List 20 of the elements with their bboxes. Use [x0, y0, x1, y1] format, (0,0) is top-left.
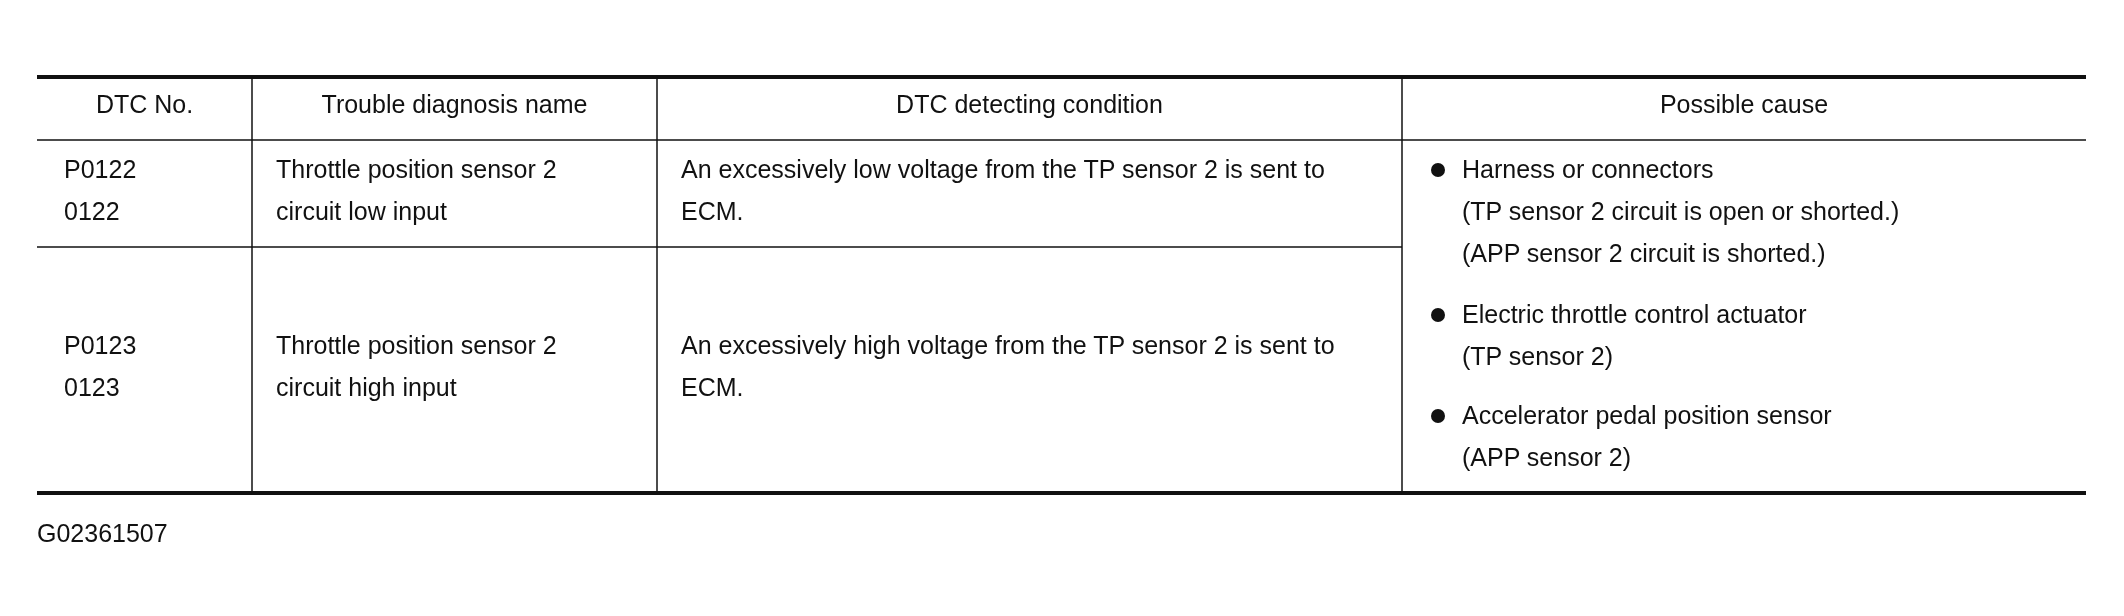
condition-text: An excessively low voltage from the TP sensor 2 is sent to ECM. — [681, 154, 1326, 227]
column-header: Possible cause — [1659, 89, 1829, 120]
dtc-code: P0123 — [64, 330, 138, 361]
cause-text: Electric throttle control actuator — [1462, 299, 1808, 330]
diagnosis-name: Throttle position sensor 2 circuit low input — [276, 154, 558, 227]
condition-text: An excessively high voltage from the TP sensor 2 is sent to ECM. — [681, 330, 1336, 403]
cause-text: Harness or connectors — [1462, 154, 1715, 185]
cause-note: (TP sensor 2 circuit is open or shorted.) — [1462, 196, 1901, 227]
cause-note: (TP sensor 2) — [1462, 341, 1614, 372]
cause-note: (APP sensor 2) — [1462, 442, 1633, 473]
column-header: Trouble diagnosis name — [321, 89, 588, 120]
figure-code: G02361507 — [37, 518, 169, 549]
dtc-code: P0122 — [64, 154, 138, 185]
cause-note: (APP sensor 2 circuit is shorted.) — [1462, 238, 1827, 269]
column-header: DTC No. — [95, 89, 194, 120]
dtc-code: 0123 — [64, 372, 121, 403]
cause-text: Accelerator pedal position sensor — [1462, 400, 1833, 431]
diagnosis-name: Throttle position sensor 2 circuit high input — [276, 330, 558, 403]
column-header: DTC detecting condition — [896, 89, 1163, 120]
dtc-code: 0122 — [64, 196, 121, 227]
